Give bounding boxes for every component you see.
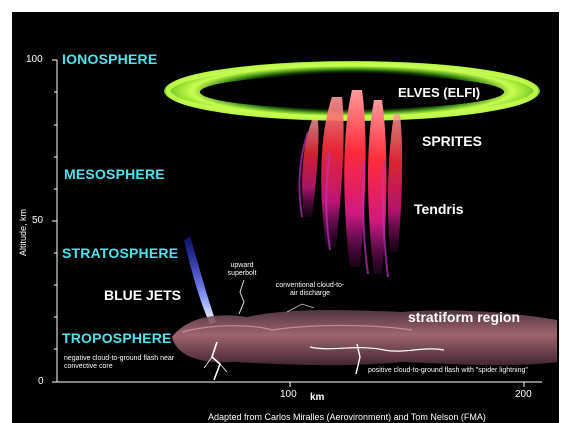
distance-axis (57, 382, 542, 387)
sprites-label: SPRITES (422, 133, 482, 149)
y-axis-label: Altitude, km (18, 209, 28, 256)
ytick-100: 100 (26, 54, 43, 65)
troposphere-label: TROPOSPHERE (62, 330, 172, 346)
negative-flash-label: negative cloud-to-ground flash near conv… (64, 355, 188, 371)
stratosphere-label: STRATOSPHERE (62, 245, 178, 261)
stratiform-label: stratiform region (408, 309, 520, 325)
mesosphere-label: MESOSPHERE (64, 166, 165, 182)
x-axis-label: km (310, 392, 324, 403)
upward-superbolt-label: upward superbolt (218, 262, 266, 278)
credit-line: Adapted from Carlos Miralles (Aerovironm… (208, 412, 486, 422)
atmosphere-scene: 100 50 0 100 200 km Altitude, km IONOSPH… (12, 12, 559, 423)
elves-label: ELVES (ELFI) (398, 85, 480, 100)
tendris-label: Tendris (414, 201, 464, 217)
positive-flash-label: positive cloud-to-ground flash with "spi… (368, 367, 558, 375)
ionosphere-label: IONOSPHERE (62, 51, 157, 67)
cloud-to-air-label: conventional cloud-to-air discharge (274, 282, 346, 298)
ytick-0: 0 (38, 376, 44, 387)
ytick-50: 50 (32, 215, 43, 226)
altitude-axis (52, 60, 57, 382)
xtick-200: 200 (515, 389, 532, 400)
blue-jets-label: BLUE JETS (104, 287, 181, 303)
xtick-100: 100 (280, 389, 297, 400)
blue-jet-illustration (184, 236, 216, 324)
